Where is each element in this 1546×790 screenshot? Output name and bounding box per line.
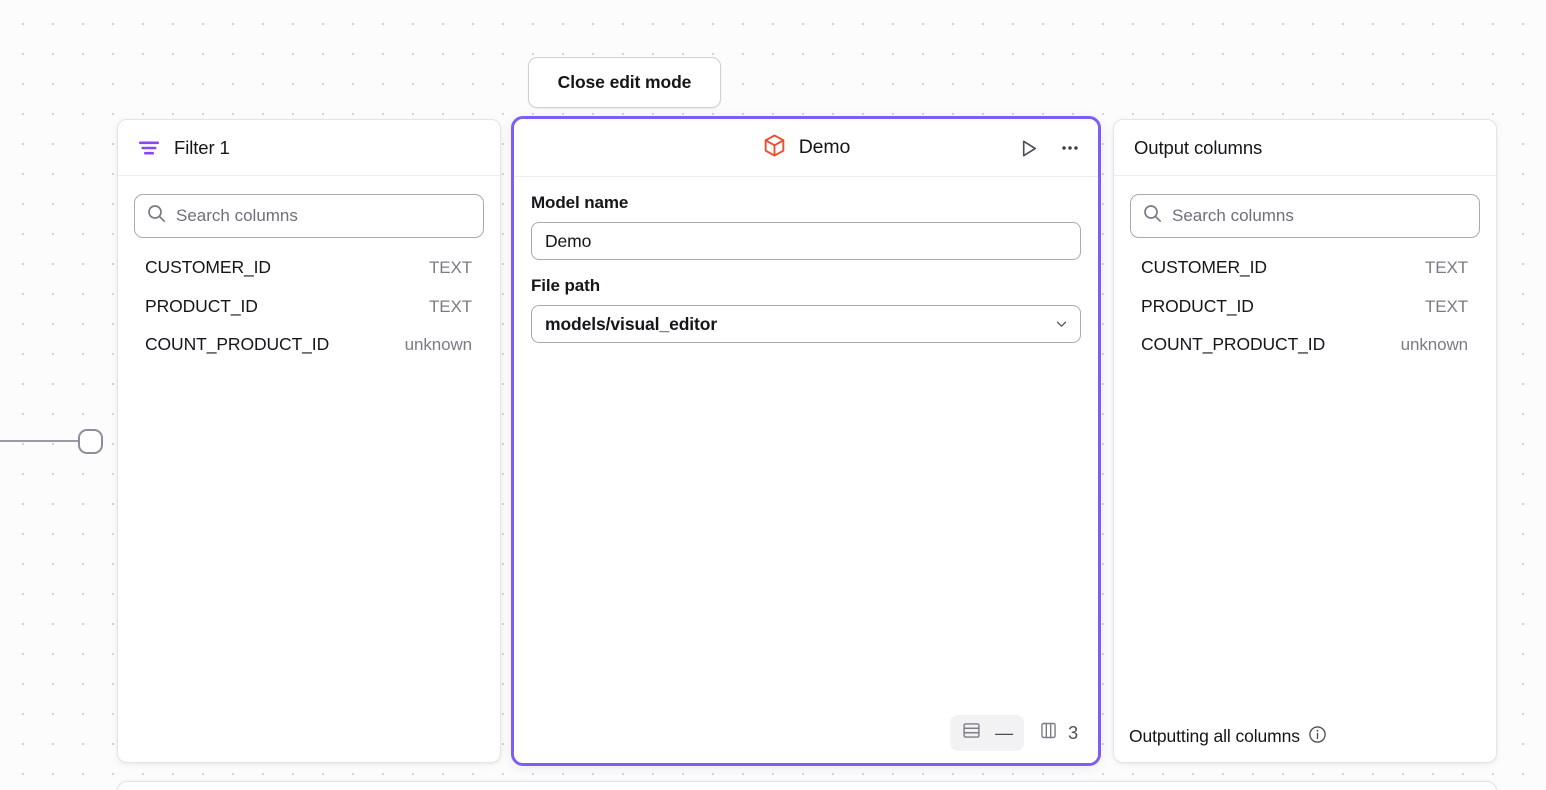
table-row[interactable]: COUNT_PRODUCT_ID unknown xyxy=(1130,334,1480,373)
close-edit-mode-button[interactable]: Close edit mode xyxy=(528,57,721,108)
column-name: CUSTOMER_ID xyxy=(1141,257,1267,277)
edge-connector-handle[interactable] xyxy=(78,429,103,454)
model-node-panel[interactable]: Demo Model name xyxy=(511,116,1101,766)
incoming-edge-line xyxy=(0,440,82,442)
table-row[interactable]: CUSTOMER_ID TEXT xyxy=(1130,257,1480,296)
info-icon[interactable] xyxy=(1308,725,1327,749)
outputting-all-columns-label: Outputting all columns xyxy=(1129,726,1300,746)
filter-search-box[interactable] xyxy=(134,194,484,238)
filter-panel-body: CUSTOMER_ID TEXT PRODUCT_ID TEXT COUNT_P… xyxy=(118,176,500,762)
column-count-stat[interactable]: 3 xyxy=(1030,715,1084,751)
filter-search-input[interactable] xyxy=(176,206,471,226)
file-path-field-group: File path models/visual_editor xyxy=(531,276,1081,343)
model-name-input[interactable] xyxy=(531,222,1081,260)
column-name: COUNT_PRODUCT_ID xyxy=(1141,334,1326,354)
file-path-select[interactable]: models/visual_editor xyxy=(531,305,1081,343)
column-type: TEXT xyxy=(1424,258,1468,277)
model-name-field-group: Model name xyxy=(531,193,1081,260)
column-type: TEXT xyxy=(428,258,472,277)
run-button[interactable] xyxy=(1014,134,1042,162)
output-panel-footer: Outputting all columns xyxy=(1114,710,1496,762)
column-type: TEXT xyxy=(1424,296,1468,316)
table-row[interactable]: PRODUCT_ID TEXT xyxy=(1130,296,1480,335)
column-name: PRODUCT_ID xyxy=(145,295,258,316)
cube-icon xyxy=(762,133,787,163)
filter-panel-title: Filter 1 xyxy=(174,136,230,158)
model-panel-body: Model name File path models/visual_edito… xyxy=(514,177,1098,763)
more-options-button[interactable] xyxy=(1056,134,1084,162)
columns-icon xyxy=(1038,720,1059,746)
rows-icon xyxy=(961,720,982,746)
column-count-value: 3 xyxy=(1068,722,1078,743)
output-column-list: CUSTOMER_ID TEXT PRODUCT_ID TEXT COUNT_P… xyxy=(1130,257,1480,373)
column-type: unknown xyxy=(1400,335,1468,354)
search-icon xyxy=(1143,204,1162,228)
column-name: COUNT_PRODUCT_ID xyxy=(145,334,330,354)
filter-node-panel[interactable]: Filter 1 CUSTOMER_ID TEXT PRODUCT_ID xyxy=(117,119,501,763)
model-header-actions xyxy=(1014,119,1084,177)
output-search-box[interactable] xyxy=(1130,194,1480,238)
output-panel-title: Output columns xyxy=(1134,136,1263,158)
output-search-input[interactable] xyxy=(1172,206,1467,226)
column-name: CUSTOMER_ID xyxy=(145,257,271,277)
filter-panel-header: Filter 1 xyxy=(118,120,500,176)
column-name: PRODUCT_ID xyxy=(1141,295,1254,316)
model-name-label: Model name xyxy=(531,193,629,212)
output-panel-header: Output columns xyxy=(1114,120,1496,176)
bottom-node-panel[interactable] xyxy=(117,781,1497,790)
column-type: unknown xyxy=(404,335,472,354)
table-row[interactable]: CUSTOMER_ID TEXT xyxy=(134,257,484,296)
table-row[interactable]: COUNT_PRODUCT_ID unknown xyxy=(134,334,484,373)
column-type: TEXT xyxy=(428,296,472,316)
filter-column-list: CUSTOMER_ID TEXT PRODUCT_ID TEXT COUNT_P… xyxy=(134,257,484,373)
file-path-label: File path xyxy=(531,276,600,295)
filter-icon xyxy=(138,140,160,156)
row-count-value: — xyxy=(995,722,1014,743)
row-count-stat[interactable]: — xyxy=(950,715,1025,751)
output-panel-body: CUSTOMER_ID TEXT PRODUCT_ID TEXT COUNT_P… xyxy=(1114,176,1496,710)
model-panel-header: Demo xyxy=(514,119,1098,177)
search-icon xyxy=(147,204,166,228)
table-row[interactable]: PRODUCT_ID TEXT xyxy=(134,296,484,335)
model-panel-title: Demo xyxy=(798,136,851,158)
model-footer-stats: — 3 xyxy=(950,715,1084,751)
output-columns-panel[interactable]: Output columns CUSTOMER_ID TEXT PROD xyxy=(1113,119,1497,763)
